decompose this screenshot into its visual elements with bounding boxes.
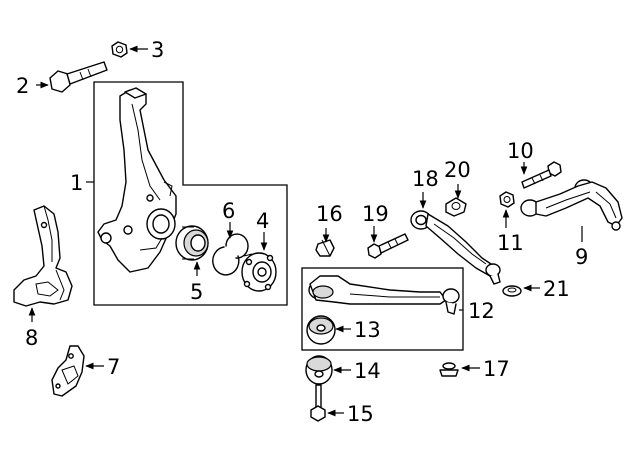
- callout-19: 19: [362, 202, 389, 226]
- bolt-part-19: [367, 233, 409, 259]
- hub-part-4: [241, 252, 277, 292]
- callout-2: 2: [16, 74, 29, 98]
- knuckle-group-box: [93, 81, 288, 306]
- shield-part-8: [13, 205, 73, 307]
- callout-4: 4: [256, 209, 269, 233]
- bolt-part-15: [310, 384, 326, 422]
- lower-arm-part-12: [308, 275, 460, 315]
- callout-17: 17: [483, 357, 510, 381]
- bushing-part-14: [305, 355, 333, 385]
- knuckle-part-1: [97, 87, 177, 273]
- bearing-part-5: [175, 225, 209, 261]
- callout-18: 18: [412, 167, 439, 191]
- lower-arm-group-box: [301, 267, 464, 351]
- callout-14: 14: [354, 359, 381, 383]
- nut-part-11: [499, 191, 515, 208]
- callout-1: 1: [70, 171, 83, 195]
- nut-part-20: [445, 197, 467, 217]
- callout-13: 13: [354, 318, 381, 342]
- nut-part-3: [111, 41, 128, 58]
- callout-3: 3: [151, 38, 164, 62]
- strut-part-18: [410, 210, 501, 285]
- callout-12: 12: [468, 299, 495, 323]
- bolt-part-10: [521, 161, 562, 189]
- callout-15: 15: [347, 402, 374, 426]
- callout-6: 6: [222, 199, 235, 223]
- washer-part-21: [502, 285, 522, 297]
- callout-10: 10: [507, 139, 534, 163]
- callout-7: 7: [107, 355, 120, 379]
- callout-9: 9: [575, 245, 588, 269]
- bracket-part-7: [51, 345, 85, 397]
- bushing-part-13: [306, 315, 336, 345]
- bumpstop-part-17: [439, 362, 459, 377]
- callout-11: 11: [497, 231, 524, 255]
- callout-8: 8: [25, 326, 38, 350]
- callout-21: 21: [543, 277, 570, 301]
- callout-16: 16: [316, 202, 343, 226]
- bolt-part-2: [49, 61, 108, 93]
- callout-5: 5: [190, 280, 203, 304]
- callout-20: 20: [444, 158, 471, 182]
- upper-arm-part-9: [520, 179, 623, 231]
- clip-part-16: [315, 239, 335, 257]
- snap-ring-part-6: [212, 233, 249, 276]
